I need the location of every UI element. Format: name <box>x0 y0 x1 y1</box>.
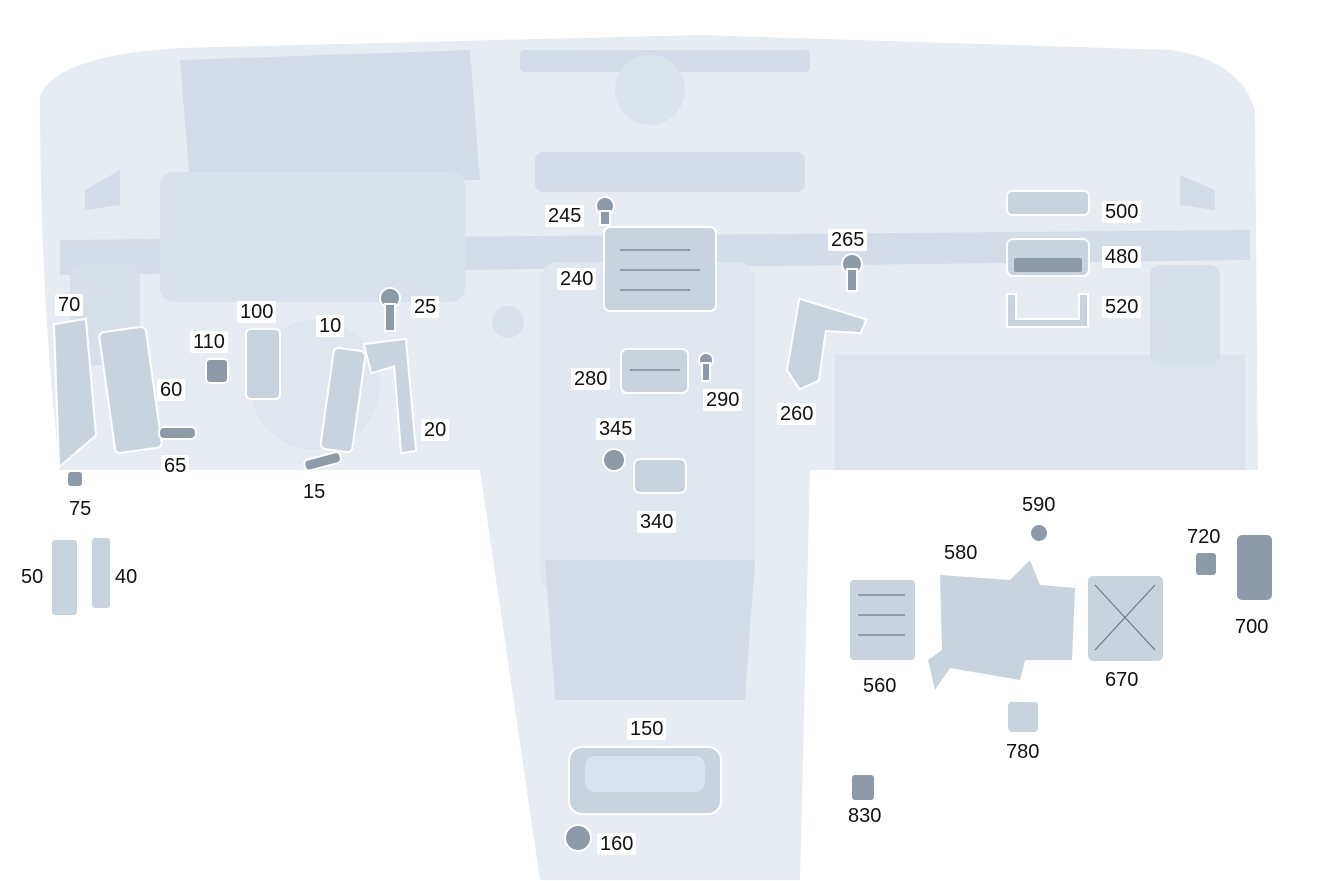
part-700-module <box>1235 533 1274 602</box>
label-65: 65 <box>161 455 190 477</box>
part-280-connector <box>620 348 689 394</box>
part-480-module <box>1006 238 1090 277</box>
part-10-module <box>319 346 367 454</box>
label-480: 480 <box>1102 246 1142 268</box>
part-830-connector <box>850 773 876 802</box>
part-25-screw <box>379 287 401 332</box>
label-560: 560 <box>860 675 900 697</box>
label-580: 580 <box>941 542 981 564</box>
label-700: 700 <box>1232 616 1272 638</box>
label-780: 780 <box>1003 741 1043 763</box>
center-knob <box>492 306 524 338</box>
label-50: 50 <box>18 566 47 588</box>
part-245-screw <box>595 196 615 226</box>
label-150: 150 <box>627 718 667 740</box>
part-100-module <box>245 328 281 400</box>
label-110: 110 <box>190 331 228 353</box>
label-15: 15 <box>300 481 329 503</box>
glovebox <box>835 355 1245 470</box>
part-500-bracket <box>1006 190 1090 216</box>
part-580-bracket <box>925 556 1078 695</box>
label-590: 590 <box>1019 494 1059 516</box>
label-265: 265 <box>828 229 868 251</box>
part-560-fusebox <box>848 578 917 662</box>
label-20: 20 <box>421 419 450 441</box>
part-65-bolt <box>158 426 197 440</box>
right-vent-outer <box>1150 265 1220 365</box>
left-speaker-grille <box>85 170 120 210</box>
part-720-connector <box>1194 551 1218 577</box>
part-345-nut <box>602 448 626 472</box>
speaker-center <box>615 55 685 125</box>
part-240-module <box>603 226 717 312</box>
part-40-module <box>90 536 112 610</box>
part-670-module <box>1086 574 1165 663</box>
part-340-module <box>633 458 687 494</box>
label-670: 670 <box>1102 669 1142 691</box>
label-40: 40 <box>112 566 141 588</box>
part-265-screw <box>841 253 863 292</box>
part-20-bracket <box>362 337 418 455</box>
label-520: 520 <box>1102 296 1142 318</box>
label-340: 340 <box>637 511 677 533</box>
part-150-display <box>568 746 722 815</box>
label-75: 75 <box>66 498 95 520</box>
label-10: 10 <box>316 315 345 337</box>
label-290: 290 <box>703 389 743 411</box>
label-240: 240 <box>557 268 597 290</box>
right-speaker-grille <box>1180 175 1215 210</box>
part-160-knob <box>564 824 592 852</box>
part-590-nut <box>1029 523 1049 543</box>
label-500: 500 <box>1102 201 1142 223</box>
console-lower <box>545 560 755 700</box>
label-280: 280 <box>571 368 611 390</box>
label-245: 245 <box>545 205 585 227</box>
label-70: 70 <box>55 294 84 316</box>
label-60: 60 <box>157 379 186 401</box>
label-160: 160 <box>597 833 637 855</box>
part-260-bracket <box>785 297 868 391</box>
label-345: 345 <box>596 418 636 440</box>
part-70-bracket <box>52 317 98 470</box>
part-780-connector <box>1006 700 1040 734</box>
part-290-screw <box>698 352 714 382</box>
center-vents <box>535 152 805 192</box>
part-60-module <box>98 325 163 454</box>
label-830: 830 <box>845 805 885 827</box>
part-15-bolt <box>303 451 343 472</box>
part-75-clip <box>66 470 84 488</box>
label-100: 100 <box>237 301 277 323</box>
center-console <box>540 262 755 592</box>
part-50-bracket <box>50 538 79 617</box>
label-720: 720 <box>1184 526 1224 548</box>
part-110-connector <box>205 358 229 384</box>
label-260: 260 <box>777 403 817 425</box>
instrument-hood <box>180 50 480 185</box>
display-screen <box>160 172 465 302</box>
label-25: 25 <box>411 296 440 318</box>
part-520-bracket <box>1006 293 1089 328</box>
